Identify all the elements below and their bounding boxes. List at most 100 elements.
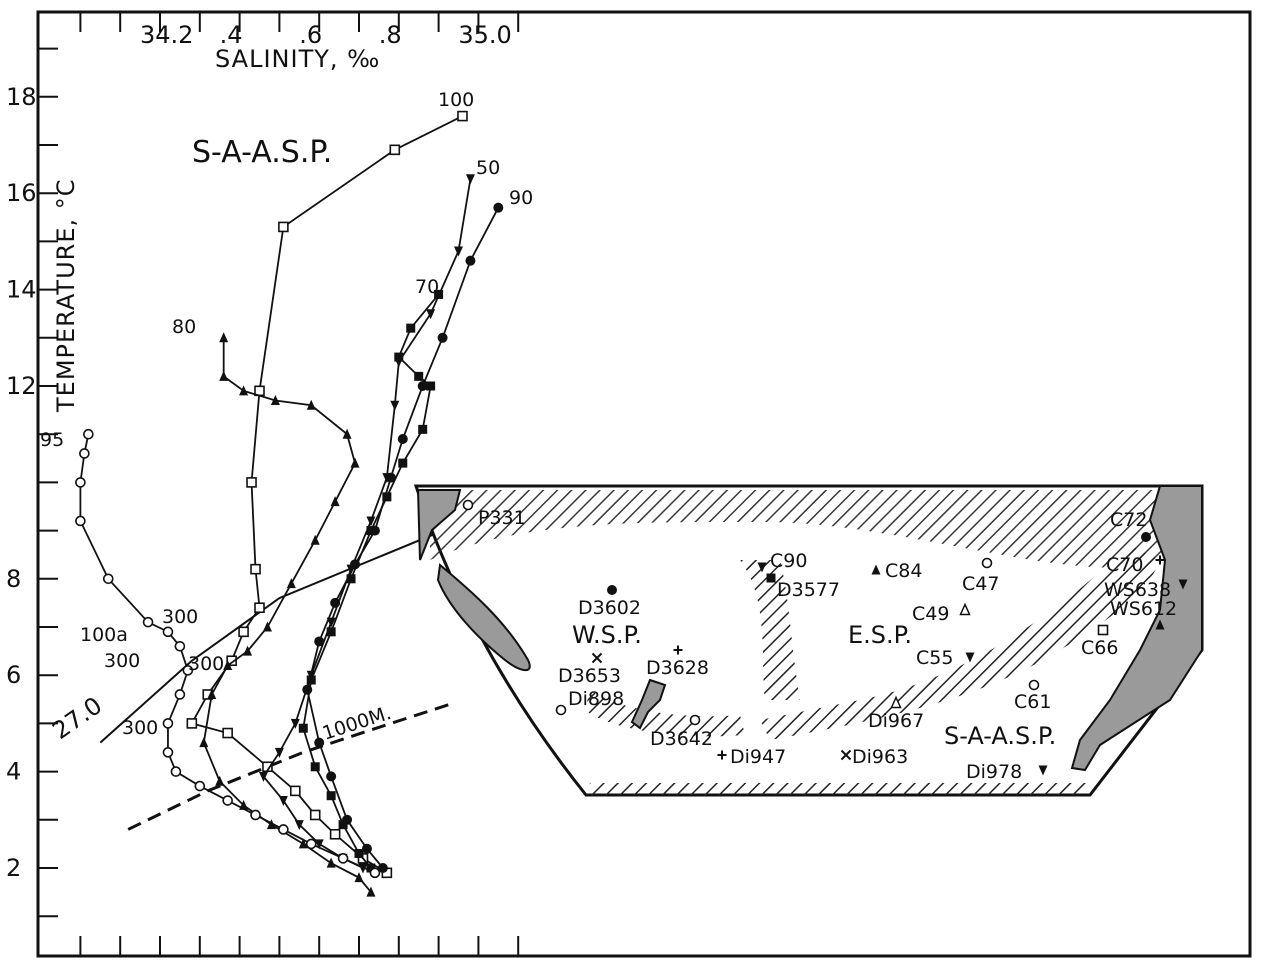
series-point-70 (310, 762, 320, 772)
y-tick-label: 6 (6, 661, 21, 689)
map-station-c55 (965, 652, 975, 663)
series-point-70 (326, 791, 336, 801)
station-label-c72: C72 (1110, 509, 1147, 531)
series-point-50 (294, 820, 304, 831)
y-axis-title: TEMPERATURE, °C (52, 178, 80, 413)
series-point-70 (394, 352, 404, 362)
series-line-50 (262, 178, 472, 869)
series-point-80 (199, 737, 209, 748)
series-point-100 (290, 785, 301, 797)
series-point-80 (366, 886, 376, 897)
series-point-90 (377, 863, 388, 873)
series-point-90 (314, 636, 325, 647)
map-station-d3602 (607, 585, 617, 595)
station-label-c66: C66 (1081, 637, 1118, 659)
y-tick-label: 18 (6, 83, 37, 111)
x-tick-label: .6 (299, 21, 322, 49)
series-point-70 (414, 371, 424, 381)
point-label-300-a: 300 (162, 606, 198, 628)
region-label-saasp: S-A-A.S.P. (192, 135, 332, 170)
station-label-di963: Di963 (852, 746, 908, 768)
map-region-wsp: W.S.P. (572, 621, 642, 649)
hatch-band-north (430, 490, 1170, 568)
series-point-95 (194, 780, 206, 792)
series-point-80 (223, 660, 233, 671)
isopycnal-label: 27.0 (47, 691, 107, 745)
series-point-70 (366, 863, 376, 873)
series-point-95 (75, 515, 86, 527)
series-label-70: 70 (415, 276, 439, 298)
map-region-saasp: S-A-A.S.P. (944, 722, 1056, 750)
hatch-band-diagonal (760, 545, 1160, 740)
map-station-di978 (1038, 765, 1048, 776)
station-label-c90: C90 (770, 550, 807, 572)
series-point-95 (162, 747, 174, 758)
series-point-80 (215, 775, 225, 786)
series-point-90 (397, 434, 408, 445)
series-point-80 (219, 370, 229, 381)
series-point-100 (329, 828, 341, 840)
series-point-80 (262, 621, 272, 632)
point-label-300-d: 300 (122, 717, 158, 739)
series-point-70 (418, 424, 428, 434)
series-point-80 (330, 496, 340, 507)
series-point-80 (354, 872, 364, 883)
map-station-ws612 (1155, 619, 1165, 630)
plot-frame (36, 10, 1252, 958)
series-point-90 (361, 843, 372, 854)
point-label-300-b: 300 (104, 650, 140, 672)
series-point-80 (239, 385, 249, 396)
series-point-95 (162, 626, 174, 638)
series-point-50 (465, 174, 475, 185)
series-point-100 (186, 718, 198, 729)
series-point-90 (417, 381, 428, 391)
x-axis-title: SALINITY, ‰ (215, 45, 380, 73)
map-station-di963 (840, 749, 852, 761)
series-point-80 (219, 332, 229, 343)
series-point-80 (350, 457, 360, 468)
reference-lines (99, 524, 455, 831)
station-label-di898: Di898 (568, 688, 624, 710)
map-station-d3653 (591, 652, 603, 664)
map-station-d3577 (766, 573, 776, 583)
series-point-95 (75, 477, 86, 488)
series-point-50 (278, 796, 288, 807)
point-label-100a: 100a (80, 624, 128, 646)
station-label-c61: C61 (1014, 691, 1051, 713)
x-tick-label: .8 (379, 21, 402, 49)
station-label-d3653: D3653 (558, 665, 621, 687)
map-station-c47 (981, 557, 993, 569)
map-station-c49 (959, 602, 971, 616)
station-label-p331: P331 (478, 507, 526, 529)
series-point-95 (162, 718, 174, 729)
series-point-95 (102, 573, 114, 585)
series-point-90 (465, 255, 476, 266)
series-point-70 (346, 574, 356, 584)
series-line-90 (306, 207, 500, 869)
series-point-70 (326, 627, 336, 637)
series-point-90 (330, 597, 341, 608)
map-station-d3628 (673, 645, 683, 655)
series-point-90 (493, 202, 504, 213)
station-label-c84: C84 (885, 560, 922, 582)
map-station-c66 (1097, 624, 1109, 636)
series-point-90 (437, 332, 448, 343)
series-point-95 (83, 428, 94, 440)
series-point-100 (250, 563, 261, 575)
x-tick-label: 34.2 (140, 21, 193, 49)
hatch-band-west (585, 690, 745, 737)
series-point-70 (298, 723, 308, 733)
new-zealand-landmass (630, 678, 667, 730)
series-point-95 (142, 616, 154, 628)
series-point-70 (434, 289, 444, 299)
australia-landmass (416, 489, 462, 561)
station-label-ws638: WS638 (1104, 579, 1171, 601)
series-point-100 (457, 110, 468, 122)
series-layer (75, 110, 504, 897)
series-point-80 (342, 428, 352, 439)
series-point-50 (258, 771, 268, 782)
series-point-95 (170, 766, 182, 777)
series-point-100 (238, 626, 249, 638)
map-station-di947 (717, 750, 727, 760)
